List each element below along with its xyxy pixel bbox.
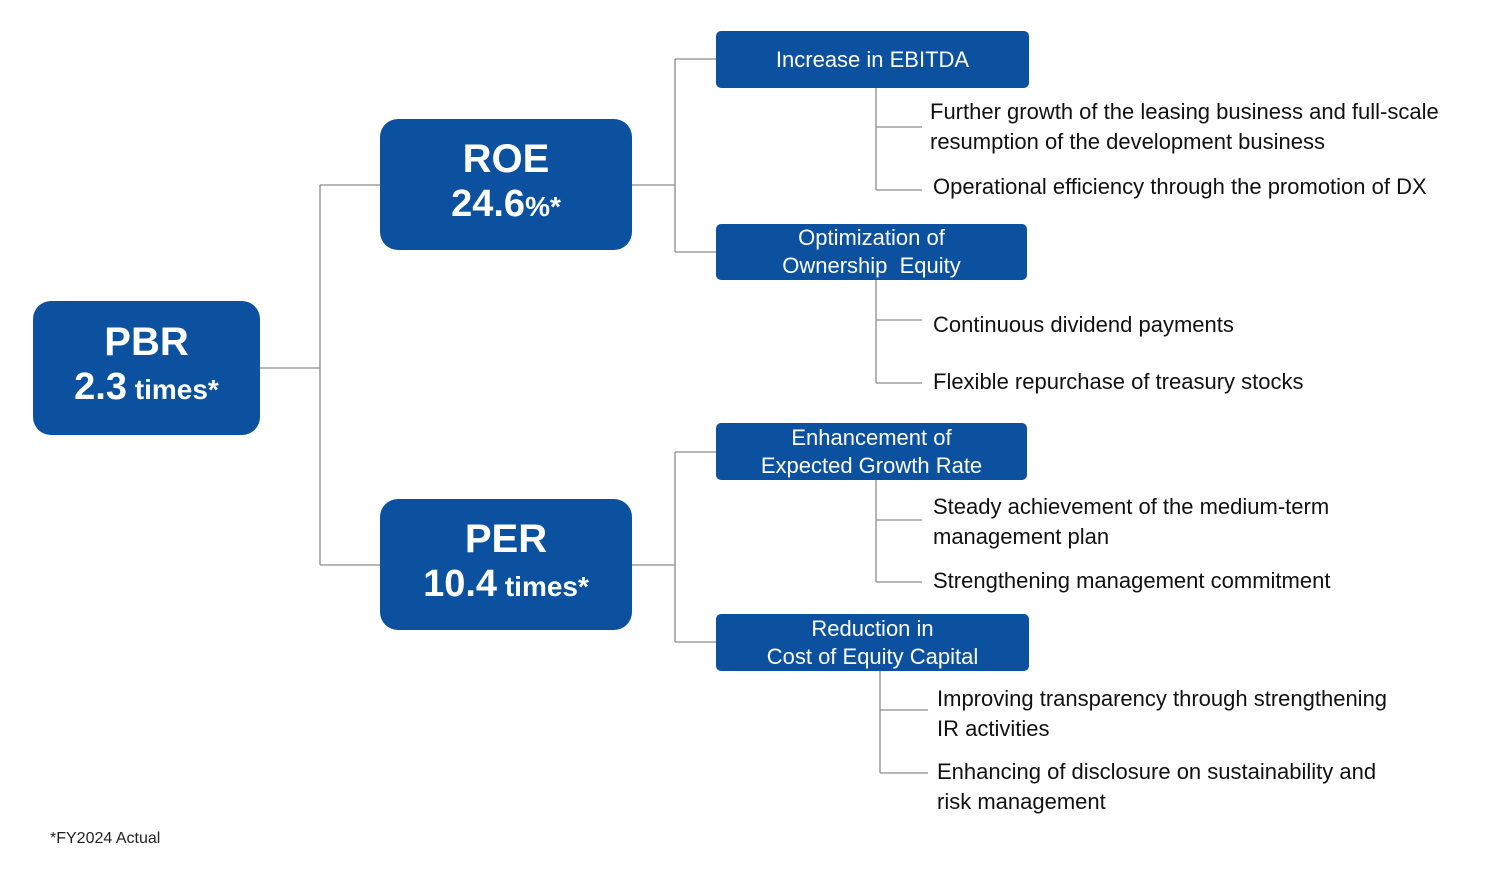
footnote: *FY2024 Actual — [50, 830, 161, 847]
cost-item-2: Enhancing of disclosure on sustainabilit… — [937, 757, 1376, 817]
pbr-value: 2.3 — [74, 366, 127, 408]
pbr-value-line: 2.3 times* — [74, 365, 219, 417]
growth-driver-box: Enhancement of Expected Growth Rate — [716, 423, 1027, 480]
growth-item-1: Steady achievement of the medium-term ma… — [933, 492, 1329, 552]
equity-driver-box: Optimization of Ownership Equity — [716, 224, 1027, 280]
cost-item-1: Improving transparency through strengthe… — [937, 684, 1387, 744]
cost-item-1-line1: Improving transparency through strengthe… — [937, 686, 1388, 711]
per-box: PER 10.4 times* — [380, 499, 632, 630]
pbr-box: PBR 2.3 times* — [33, 301, 260, 435]
ebitda-item-2-line1: Operational efficiency through the promo… — [933, 174, 1427, 199]
roe-unit: %* — [525, 190, 561, 222]
roe-title: ROE — [462, 136, 550, 181]
cost-item-1-line2: IR activities — [937, 716, 1050, 741]
cost-driver-label-line2: Cost of Equity Capital — [766, 643, 979, 669]
ebitda-item-1-line1: Further growth of the leasing business a… — [930, 99, 1439, 124]
equity-driver-label-line2: Ownership Equity — [782, 253, 961, 278]
per-unit: times* — [497, 570, 589, 602]
ebitda-item-2: Operational efficiency through the promo… — [933, 172, 1427, 202]
per-title: PER — [464, 516, 548, 561]
ebitda-driver-label: Increase in EBITDA — [775, 46, 970, 72]
ebitda-driver-box: Increase in EBITDA — [716, 31, 1029, 88]
roe-value: 24.6 — [451, 182, 526, 225]
growth-driver-label-line1: Enhancement of — [791, 424, 952, 450]
per-value-line: 10.4 times* — [423, 562, 589, 614]
cost-item-2-line2: risk management — [937, 789, 1106, 814]
pbr-unit: times* — [127, 374, 219, 405]
roe-value-line: 24.6%* — [451, 182, 561, 234]
ebitda-item-1-line2: resumption of the development business — [930, 129, 1326, 154]
cost-driver-box: Reduction in Cost of Equity Capital — [716, 614, 1029, 671]
equity-driver-label-line1: Optimization of — [798, 225, 945, 250]
ebitda-item-1: Further growth of the leasing business a… — [930, 97, 1439, 157]
equity-item-2-line1: Flexible repurchase of treasury stocks — [933, 369, 1304, 394]
roe-box: ROE 24.6%* — [380, 119, 632, 250]
pbr-title: PBR — [104, 320, 189, 364]
growth-item-1-line2: management plan — [933, 524, 1110, 549]
growth-item-2-line1: Strengthening management commitment — [933, 568, 1331, 593]
growth-item-2: Strengthening management commitment — [933, 566, 1330, 596]
equity-item-1-line1: Continuous dividend payments — [933, 312, 1234, 337]
cost-driver-label-line1: Reduction in — [811, 615, 934, 641]
equity-item-1: Continuous dividend payments — [933, 310, 1234, 340]
growth-item-1-line1: Steady achievement of the medium-term — [933, 494, 1330, 519]
equity-item-2: Flexible repurchase of treasury stocks — [933, 367, 1304, 397]
cost-item-2-line1: Enhancing of disclosure on sustainabilit… — [937, 759, 1377, 784]
growth-driver-label-line2: Expected Growth Rate — [760, 452, 983, 478]
per-value: 10.4 — [423, 562, 498, 605]
